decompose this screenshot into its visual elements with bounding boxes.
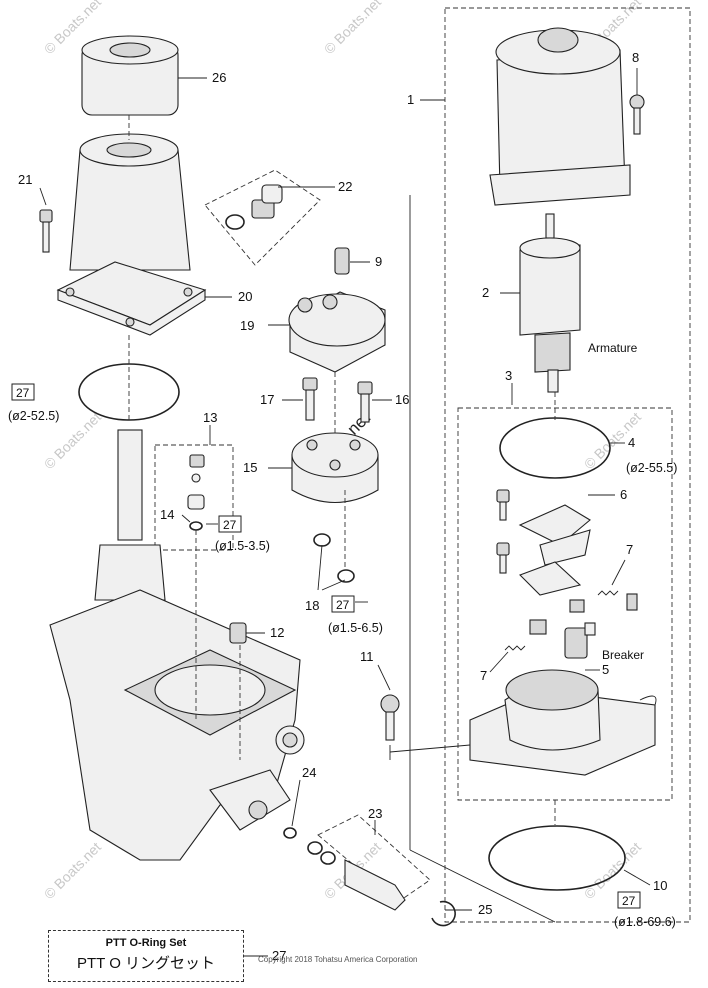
svg-text:(ø1.5-6.5): (ø1.5-6.5): [328, 621, 383, 635]
group-box-22: [204, 169, 321, 266]
label-15: 15: [243, 460, 257, 475]
svg-text:27: 27: [622, 894, 636, 908]
svg-text:(ø2-52.5): (ø2-52.5): [8, 409, 59, 423]
part-13-check-valve: [187, 454, 205, 531]
part-11-bolt: [380, 694, 400, 741]
part-6-brush-plate: [496, 489, 591, 596]
svg-text:(ø1.5-3.5): (ø1.5-3.5): [215, 539, 270, 553]
part-18-oring: [337, 569, 355, 583]
motor-base: [469, 669, 657, 776]
label-14: 14: [160, 507, 174, 522]
part-17-bolt: [302, 377, 318, 421]
part-26-sleeve: [81, 35, 179, 116]
label-24: 24: [302, 765, 316, 780]
watermark: © Boats.net: [41, 839, 104, 902]
label-23: 23: [368, 806, 382, 821]
label-26: 26: [212, 70, 226, 85]
copyright: Copyright 2018 Tohatsu America Corporati…: [258, 955, 418, 964]
part-20-cylinder: [56, 133, 207, 336]
part-9-plug: [334, 247, 350, 275]
label-4: 4: [628, 435, 635, 450]
label-1: 1: [407, 92, 414, 107]
label-17: 17: [260, 392, 274, 407]
part-19-pump-cover: [288, 291, 386, 373]
svg-text:27: 27: [336, 598, 350, 612]
oring-ref-3: 27 (ø1.5-6.5): [328, 595, 383, 635]
part-7-brush-spring: [504, 590, 638, 651]
oring-ref-1: 27 (ø2-52.5): [8, 383, 59, 423]
label-3: 3: [505, 368, 512, 383]
label-breaker: Breaker: [602, 648, 644, 662]
part-12-plug: [229, 622, 247, 644]
part-2-armature: [519, 213, 581, 393]
part-23-manual-valve: [307, 841, 406, 911]
part-number-labels: 26 1 8 21 22 9 2 20 19 Armature 3 17 16 …: [18, 50, 677, 963]
label-12: 12: [270, 625, 284, 640]
label-22: 22: [338, 179, 352, 194]
label-7b: 7: [480, 668, 487, 683]
tilt-cylinder-body: [49, 429, 305, 861]
label-6: 6: [620, 487, 627, 502]
part-24-oring: [283, 827, 297, 839]
svg-text:(ø1.8-69.6): (ø1.8-69.6): [614, 915, 676, 929]
label-20: 20: [238, 289, 252, 304]
part-15-pump: [291, 432, 379, 504]
part-22-valve: [225, 184, 283, 230]
part-10-oring: [488, 825, 626, 891]
part-25-circlip: [431, 900, 456, 927]
part-5-breaker: [564, 622, 596, 659]
label-25: 25: [478, 902, 492, 917]
label-10: 10: [653, 878, 667, 893]
group-box-1: [444, 7, 691, 923]
spec-4: (ø2-55.5): [626, 461, 677, 475]
label-11: 11: [360, 649, 374, 664]
svg-text:27: 27: [223, 518, 237, 532]
label-2: 2: [482, 285, 489, 300]
label-19: 19: [240, 318, 254, 333]
label-21: 21: [18, 172, 32, 187]
label-armature: Armature: [588, 341, 638, 355]
label-16: 16: [395, 392, 409, 407]
part-16-bolt: [357, 381, 373, 423]
oring-ref-4: 27 (ø1.8-69.6): [614, 891, 676, 929]
label-13: 13: [203, 410, 217, 425]
watermark: © Boats.net: [321, 0, 384, 57]
label-9: 9: [375, 254, 382, 269]
part-21-bolt: [39, 209, 53, 253]
label-27: 27: [272, 948, 286, 963]
group-box-13: [154, 444, 234, 551]
legend-title: PTT O-Ring Set: [105, 937, 187, 949]
oring-set-legend: PTT O-Ring Set PTT O リングセット: [48, 930, 244, 982]
label-8: 8: [632, 50, 639, 65]
label-5: 5: [602, 662, 609, 677]
part-18-oring: [313, 533, 331, 547]
leader-lines: [39, 68, 651, 957]
oring-ref-2: 27 (ø1.5-3.5): [215, 515, 270, 553]
part-1-motor-housing: [489, 27, 631, 206]
part-8-screw: [629, 94, 645, 135]
label-18: 18: [305, 598, 319, 613]
label-7: 7: [626, 542, 633, 557]
svg-text:27: 27: [16, 386, 30, 400]
legend-subtitle: PTT O リングセット: [76, 955, 216, 972]
